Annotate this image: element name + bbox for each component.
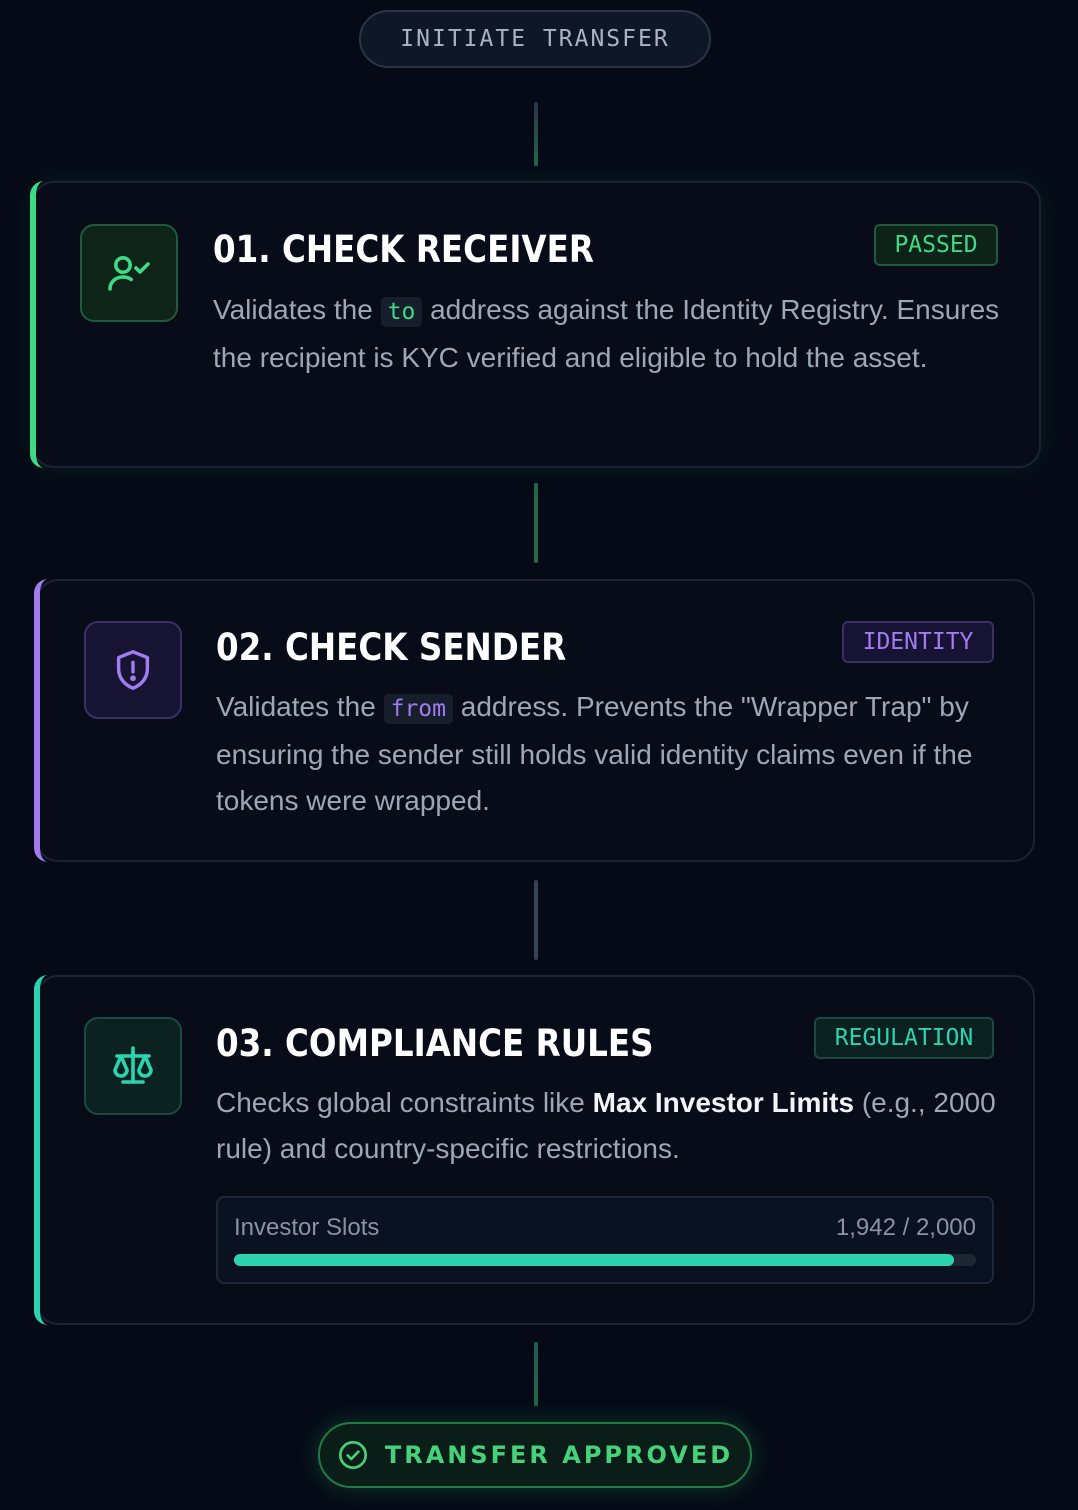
check-circle-icon xyxy=(338,1441,367,1469)
investor-slots-progress xyxy=(234,1254,976,1266)
connector-line xyxy=(534,483,538,563)
code-to: to xyxy=(380,297,423,327)
investor-slots-progress-fill xyxy=(234,1254,955,1266)
connector-line xyxy=(534,102,538,166)
status-badge-identity: IDENTITY xyxy=(842,621,994,663)
investor-slots-panel: Investor Slots 1,942 / 2,000 xyxy=(216,1196,994,1284)
transfer-approved-pill: TRANSFER APPROVED xyxy=(318,1422,752,1488)
initiate-transfer-pill: INITIATE TRANSFER xyxy=(359,10,711,68)
transfer-approved-label: TRANSFER APPROVED xyxy=(384,1441,734,1469)
status-badge-regulation: REGULATION xyxy=(814,1017,994,1059)
initiate-transfer-label: INITIATE TRANSFER xyxy=(400,26,670,52)
max-investor-limits: Max Investor Limits xyxy=(592,1087,855,1118)
investor-slots-value: 1,942 / 2,000 xyxy=(835,1214,976,1241)
step-title: 01. CHECK RECEIVER xyxy=(213,228,594,271)
step-description: Validates the from address. Prevents the… xyxy=(216,691,973,816)
step-title: 02. CHECK SENDER xyxy=(216,626,567,669)
connector-line xyxy=(534,880,538,960)
step-description: Checks global constraints like Max Inves… xyxy=(216,1087,996,1164)
status-badge-passed: PASSED xyxy=(874,224,998,266)
investor-slots-label: Investor Slots xyxy=(234,1214,380,1241)
user-check-icon xyxy=(80,224,178,322)
step-description: Validates the to address against the Ide… xyxy=(213,294,1000,373)
code-from: from xyxy=(383,694,453,724)
step-card-check-receiver xyxy=(30,181,1041,468)
shield-alert-icon xyxy=(84,621,182,719)
step-title: 03. COMPLIANCE RULES xyxy=(216,1022,654,1065)
connector-line xyxy=(534,1342,538,1406)
scales-icon xyxy=(84,1017,182,1115)
